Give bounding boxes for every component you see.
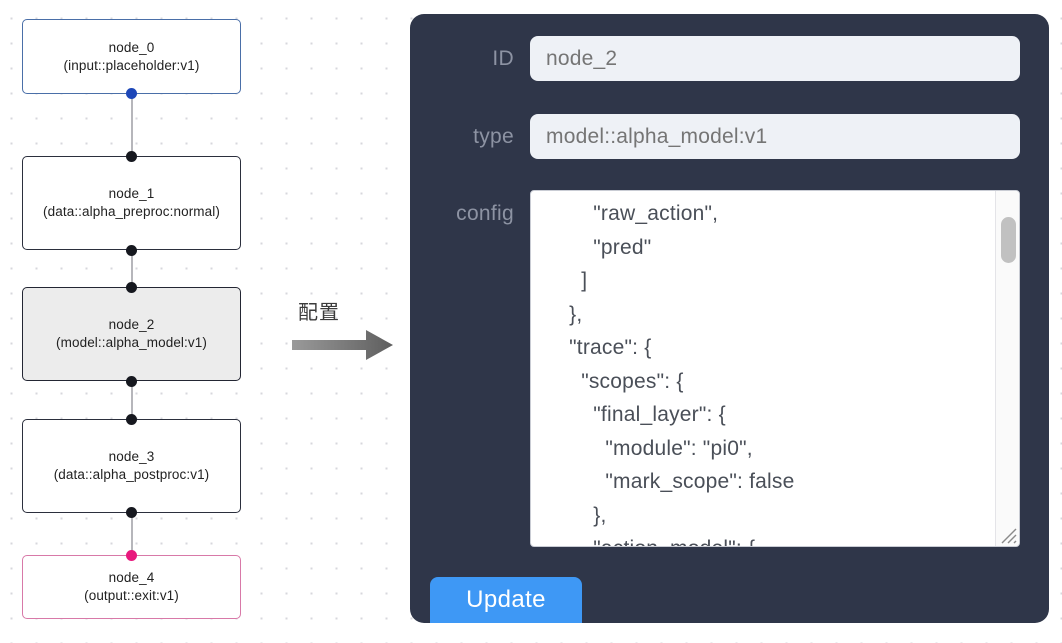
flow-graph: node_0 (input::placeholder:v1) node_1 (d… (0, 0, 400, 643)
type-field-label: type (473, 124, 514, 148)
flow-node-node_3[interactable]: node_3 (data::alpha_postproc:v1) (22, 419, 241, 513)
field-row-type: type (410, 114, 1020, 159)
edge-node3-node4 (130, 511, 133, 557)
right-arrow-icon (292, 330, 393, 360)
flow-node-label: node_0 (input::placeholder:v1) (63, 39, 200, 73)
flow-node-label: node_2 (model::alpha_model:v1) (56, 317, 207, 350)
node-handle-target-node_4[interactable] (126, 550, 137, 561)
id-input[interactable] (530, 36, 1020, 81)
node-handle-target-node_1[interactable] (126, 151, 137, 162)
node-handle-target-node_3[interactable] (126, 414, 137, 425)
field-row-config: config "raw_action", "pred" ] }, "trace"… (410, 190, 1020, 547)
node-handle-source-node_0[interactable] (126, 88, 137, 99)
config-textarea-wrapper: "raw_action", "pred" ] }, "trace": { "sc… (530, 190, 1020, 547)
node-handle-source-node_1[interactable] (126, 245, 137, 256)
type-input[interactable] (530, 114, 1020, 159)
annotation-arrow-group: 配置 (290, 296, 396, 362)
flow-node-label: node_1 (data::alpha_preproc:normal) (43, 186, 220, 219)
node-handle-source-node_3[interactable] (126, 507, 137, 518)
edge-node2-node3 (130, 379, 133, 421)
config-field-label: config (456, 202, 514, 225)
config-scrollbar-thumb[interactable] (1001, 217, 1016, 263)
flow-node-node_2[interactable]: node_2 (model::alpha_model:v1) (22, 287, 241, 381)
flow-node-node_4[interactable]: node_4 (output::exit:v1) (22, 555, 241, 619)
flow-node-label: node_3 (data::alpha_postproc:v1) (53, 449, 210, 482)
edge-node0-node1 (130, 92, 133, 158)
node-config-panel: ID type config "raw_action", "pred" ] },… (410, 14, 1049, 623)
resize-handle-icon[interactable] (996, 523, 1018, 545)
edge-node1-node2 (130, 248, 133, 290)
config-textarea[interactable]: "raw_action", "pred" ] }, "trace": { "sc… (530, 190, 1020, 547)
config-scrollbar[interactable] (995, 191, 1019, 546)
node-handle-source-node_2[interactable] (126, 376, 137, 387)
update-button[interactable]: Update (430, 577, 582, 623)
node-handle-target-node_2[interactable] (126, 282, 137, 293)
flow-node-label: node_4 (output::exit:v1) (84, 570, 179, 603)
flow-node-node_0[interactable]: node_0 (input::placeholder:v1) (22, 19, 241, 94)
field-row-id: ID (410, 36, 1020, 81)
flow-node-node_1[interactable]: node_1 (data::alpha_preproc:normal) (22, 156, 241, 250)
annotation-label: 配置 (298, 300, 340, 324)
id-field-label: ID (492, 46, 514, 70)
